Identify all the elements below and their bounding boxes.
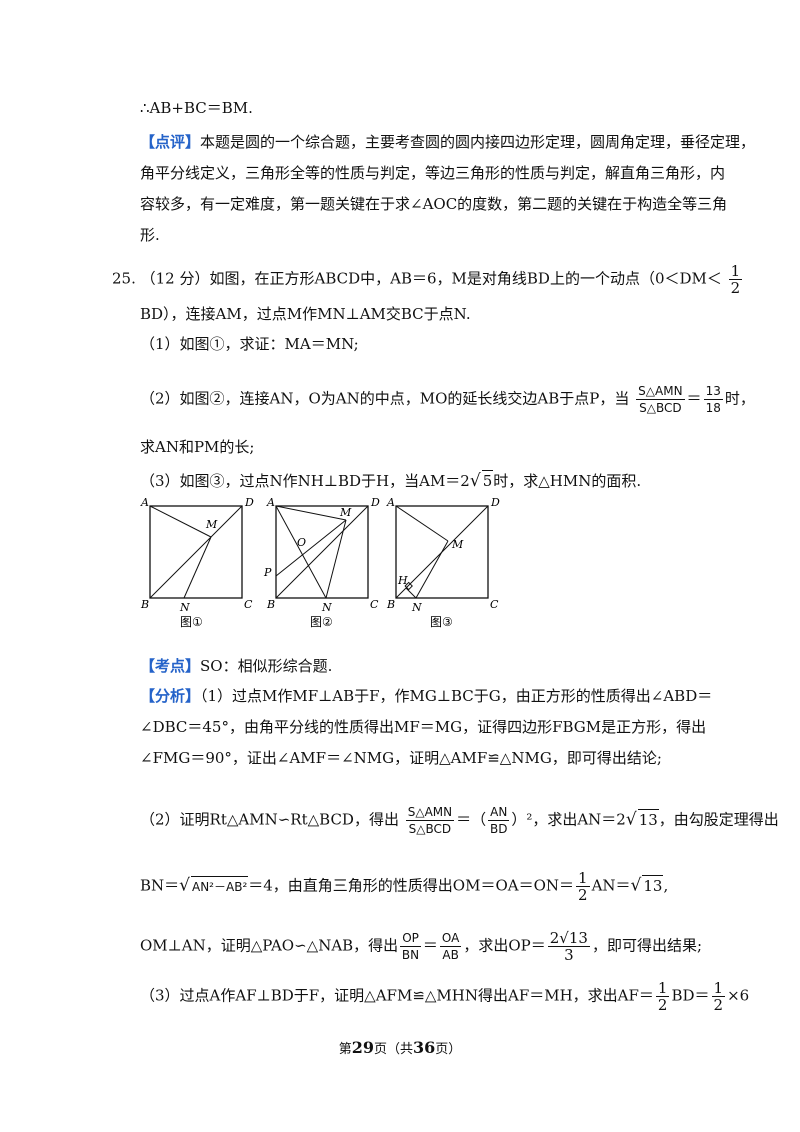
- svg-text:B: B: [386, 598, 395, 611]
- svg-text:A: A: [386, 496, 395, 509]
- total-pages: 36: [413, 1038, 436, 1057]
- kaodian-text: SO：相似形综合题.: [200, 657, 333, 675]
- svg-text:N: N: [411, 601, 422, 614]
- svg-text:C: C: [370, 598, 379, 611]
- svg-text:C: C: [244, 598, 253, 611]
- fig1-caption: 图①: [180, 615, 203, 629]
- figure-2: A D M O P B N C 图②: [263, 496, 380, 629]
- svg-text:N: N: [321, 601, 332, 614]
- svg-text:M: M: [339, 506, 352, 519]
- svg-text:C: C: [490, 598, 499, 611]
- svg-text:D: D: [490, 496, 500, 509]
- problem-line-2: BD），连接AM，过点M作MN⊥AM交BC于点N.: [140, 305, 471, 323]
- figure-1: A D M B N C 图①: [140, 496, 254, 629]
- problem-line-1: 25. （12 分）如图，在正方形ABCD中，AB＝6，M是对角线BD上的一个动…: [112, 263, 744, 296]
- svg-text:M: M: [205, 518, 218, 531]
- problem-score: （12 分）: [140, 269, 210, 288]
- problem-text-1: 如图，在正方形ABCD中，AB＝6，M是对角线BD上的一个动点（0＜DM＜: [209, 269, 722, 288]
- svg-text:M: M: [451, 538, 464, 551]
- svg-text:B: B: [140, 598, 149, 611]
- svg-text:A: A: [266, 496, 275, 509]
- comment-line-3: 容较多，有一定难度，第一题关键在于求∠AOC的度数，第二题的关键在于构造全等三角: [140, 195, 728, 213]
- svg-text:D: D: [244, 496, 254, 509]
- comment-line-4: 形.: [140, 226, 160, 244]
- comment-line-2: 角平分线定义，三角形全等的性质与判定，等边三角形的性质与判定，解直角三角形，内: [140, 164, 726, 182]
- analysis-tag: 【分析】: [140, 687, 201, 705]
- fig2-caption: 图②: [310, 615, 333, 629]
- analysis-line-7: （3）过点A作AF⊥BD于F，证明△AFM≌△MHN得出AF＝MH，求出AF＝1…: [140, 979, 750, 1014]
- svg-text:N: N: [179, 601, 190, 614]
- prev-conclusion: ∴AB+BC＝BM.: [140, 99, 253, 117]
- analysis-line-1: 【分析】（1）过点M作MF⊥AB于F，作MG⊥BC于G，由正方形的性质得出∠AB…: [140, 687, 713, 705]
- question-2-line-2: 求AN和PM的长;: [140, 438, 255, 456]
- svg-text:H: H: [397, 574, 408, 587]
- analysis-line-3: ∠FMG＝90°，证出∠AMF＝∠NMG，证明△AMF≌△NMG，即可得出结论;: [140, 749, 662, 767]
- comment-line-1: 【点评】本题是圆的一个综合题，主要考查圆的圆内接四边形定理，圆周角定理，垂径定理…: [140, 132, 755, 152]
- svg-text:B: B: [266, 598, 275, 611]
- current-page: 29: [351, 1038, 374, 1057]
- comment-tag: 【点评】: [140, 133, 201, 151]
- problem-number: 25.: [112, 269, 136, 288]
- analysis-line-2: ∠DBC＝45°，由角平分线的性质得出MF＝MG，证得四边形FBGM是正方形，得…: [140, 718, 707, 736]
- question-2-line: （2）如图②，连接AN，O为AN的中点，MO的延长线交边AB于点P，当 S△AM…: [140, 384, 755, 415]
- question-3-line: （3）如图③，过点N作NH⊥BD于H，当AM＝2√5时，求△HMN的面积.: [140, 470, 642, 491]
- svg-text:P: P: [263, 566, 272, 579]
- svg-text:A: A: [140, 496, 149, 509]
- figure-3: A D M H B N C 图③: [386, 496, 500, 629]
- page-footer: 第29页（共36页）: [338, 1038, 462, 1057]
- kaodian-line: 【考点】SO：相似形综合题.: [140, 656, 332, 676]
- question-2-text: （2）如图②，连接AN，O为AN的中点，MO的延长线交边AB于点P，当: [140, 389, 630, 408]
- comment-text-1: 本题是圆的一个综合题，主要考查圆的圆内接四边形定理，圆周角定理，垂径定理，: [200, 133, 756, 151]
- svg-text:D: D: [370, 496, 380, 509]
- fig3-caption: 图③: [430, 615, 453, 629]
- question-1: （1）如图①，求证：MA＝MN;: [140, 335, 359, 353]
- svg-text:O: O: [297, 536, 306, 549]
- kaodian-tag: 【考点】: [140, 657, 201, 675]
